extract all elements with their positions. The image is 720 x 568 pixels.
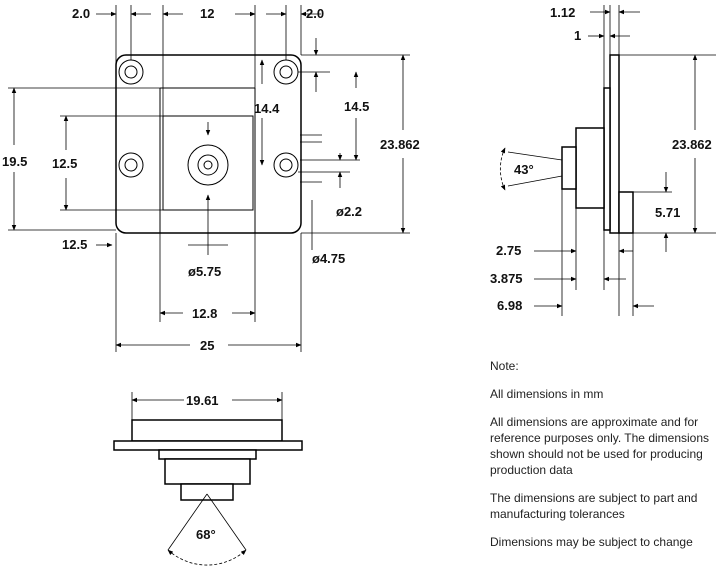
dim-front-top-left: 2.0 — [72, 6, 90, 21]
dim-front-width-25: 25 — [200, 338, 214, 353]
dim-side-height: 23.862 — [672, 137, 712, 152]
side-rear-body — [618, 191, 634, 234]
dim-side-5-71: 5.71 — [655, 205, 680, 220]
center-connector — [187, 144, 229, 186]
dim-bottom-angle: 68° — [196, 527, 216, 542]
dim-bottom-19-61: 19.61 — [186, 393, 219, 408]
bottom-connector-body — [164, 458, 251, 485]
bottom-flange — [113, 440, 303, 451]
dim-front-14-5: 14.5 — [344, 99, 369, 114]
dim-side-6-98: 6.98 — [497, 298, 522, 313]
side-flange — [609, 54, 620, 234]
notes-panel: Note: All dimensions in mm All dimension… — [490, 358, 718, 562]
dim-side-1: 1 — [574, 28, 581, 43]
dim-side-2-75: 2.75 — [496, 243, 521, 258]
notes-heading: Note: — [490, 359, 519, 373]
side-view: 1.12 1 23.862 43° 5.71 2.75 3.875 6.98 — [490, 5, 716, 316]
dim-front-center-5-75: ø5.75 — [188, 264, 221, 279]
bottom-housing — [131, 419, 283, 442]
dim-front-corner-4-75: ø4.75 — [312, 251, 345, 266]
bottom-view: 19.61 68° — [113, 392, 303, 566]
note-change: Dimensions may be subject to change — [490, 535, 693, 549]
dim-side-3-875: 3.875 — [490, 271, 523, 286]
dim-front-14-4: 14.4 — [254, 101, 280, 116]
side-front-body — [575, 127, 605, 209]
dim-side-angle: 43° — [514, 162, 534, 177]
dim-front-width-12-8: 12.8 — [192, 306, 217, 321]
dim-front-19-5: 19.5 — [2, 154, 27, 169]
dim-front-hole-2-2: ø2.2 — [336, 204, 362, 219]
dim-front-12-5-left: 12.5 — [52, 156, 77, 171]
dim-front-top-center: 12 — [200, 6, 214, 21]
dim-front-overall-height: 23.862 — [380, 137, 420, 152]
mount-hole-mid-right — [273, 152, 299, 178]
note-units: All dimensions in mm — [490, 387, 604, 401]
dim-front-12-5-bottom: 12.5 — [62, 237, 87, 252]
note-tolerances: The dimensions are subject to part and m… — [490, 491, 698, 521]
front-view: 2.0 12 2.0 14.4 14.5 23.862 19.5 12. — [2, 5, 420, 353]
front-plate-outline — [115, 54, 302, 234]
dim-front-top-right: 2.0 — [306, 6, 324, 21]
dim-side-1-12: 1.12 — [550, 5, 575, 20]
mount-hole-mid-left — [118, 152, 144, 178]
note-approximate: All dimensions are approximate and for r… — [490, 415, 710, 477]
